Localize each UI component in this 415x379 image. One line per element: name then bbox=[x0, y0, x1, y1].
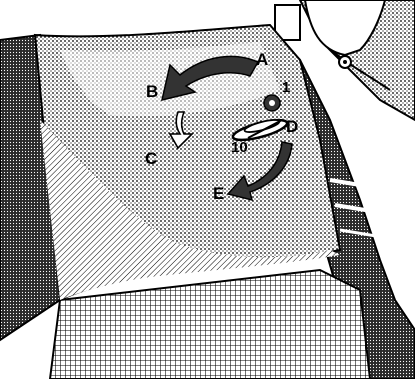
bobbin-latch-icon bbox=[231, 94, 289, 142]
label-10: 10 bbox=[231, 139, 248, 156]
label-e: E bbox=[213, 184, 224, 203]
label-c: C bbox=[145, 149, 157, 168]
arrow-b-to-c-icon bbox=[168, 111, 194, 150]
arrow-d-to-e-icon bbox=[226, 141, 293, 202]
fabric-sheet-icon bbox=[33, 23, 342, 302]
machine-top-icon bbox=[274, 0, 387, 69]
label-d: D bbox=[286, 117, 298, 136]
label-1: 1 bbox=[282, 79, 290, 96]
label-b: B bbox=[146, 82, 158, 101]
mesh-pad-icon bbox=[48, 268, 372, 379]
arrow-a-to-b-icon bbox=[160, 55, 260, 102]
label-a: A bbox=[256, 50, 268, 69]
